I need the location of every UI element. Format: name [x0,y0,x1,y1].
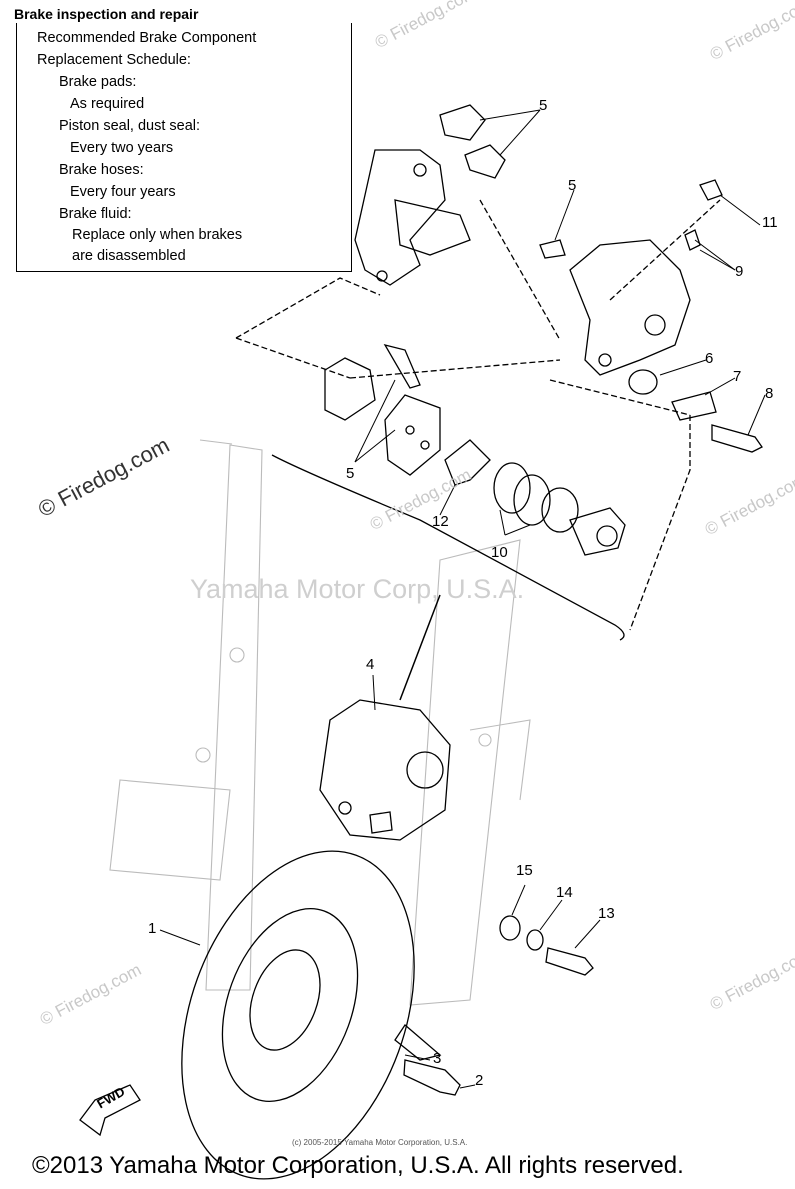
callout-9: 9 [735,263,744,280]
sleeve-and-bolt-drawing [628,369,763,453]
caliper-body-drawing [539,179,723,376]
callout-6: 6 [705,350,714,367]
schedule-line: Recommended Brake Component [37,30,257,46]
pad-clips-top [439,104,506,179]
callout-5: 5 [539,97,548,114]
brake-pads-drawing [324,343,441,476]
callout-15: 15 [516,862,533,879]
fwd-arrow [79,1084,141,1137]
brake-disc-drawing [181,850,415,1180]
yamaha-watermark: Yamaha Motor Corp, U.S.A. [190,574,525,604]
small-copyright: (c) 2005-2015 Yamaha Motor Corporation, … [292,1138,468,1147]
schedule-line: As required [70,96,145,112]
callout-11: 11 [762,214,778,231]
caliper-bracket-drawing [354,149,471,286]
callout-5: 5 [568,177,577,194]
callout-4: 4 [366,656,375,673]
assembled-caliper-drawing [319,699,451,841]
schedule-line: are disassembled [72,248,186,264]
lower-hardware-drawing [394,915,594,1096]
schedule-line: Brake fluid: [59,206,132,222]
exploded-view-outline [235,199,721,641]
callout-5: 5 [346,465,355,482]
schedule-line: Piston seal, dust seal: [59,118,201,134]
callout-14: 14 [556,884,573,901]
callout-leaders [159,109,766,1089]
schedule-line: Brake pads: [59,74,137,90]
callout-3: 3 [433,1050,442,1067]
callout-2: 2 [475,1072,484,1089]
schedule-line: Every two years [70,140,174,156]
schedule-line: Replace only when brakes [72,227,243,243]
callout-13: 13 [598,905,615,922]
front-fork-drawing [109,439,531,1006]
copyright-footer: ©2013 Yamaha Motor Corporation, U.S.A. A… [32,1152,684,1179]
callout-10: 10 [491,544,508,561]
piston-seals-drawing [444,439,626,556]
box-title: Brake inspection and repair [14,6,199,22]
callout-12: 12 [432,513,449,530]
schedule-line: Replacement Schedule: [37,52,191,68]
callout-8: 8 [765,385,774,402]
schedule-line: Every four years [70,184,176,200]
maintenance-schedule-box [16,23,352,272]
callout-1: 1 [148,920,157,937]
callout-7: 7 [733,368,742,385]
schedule-line: Brake hoses: [59,162,144,178]
